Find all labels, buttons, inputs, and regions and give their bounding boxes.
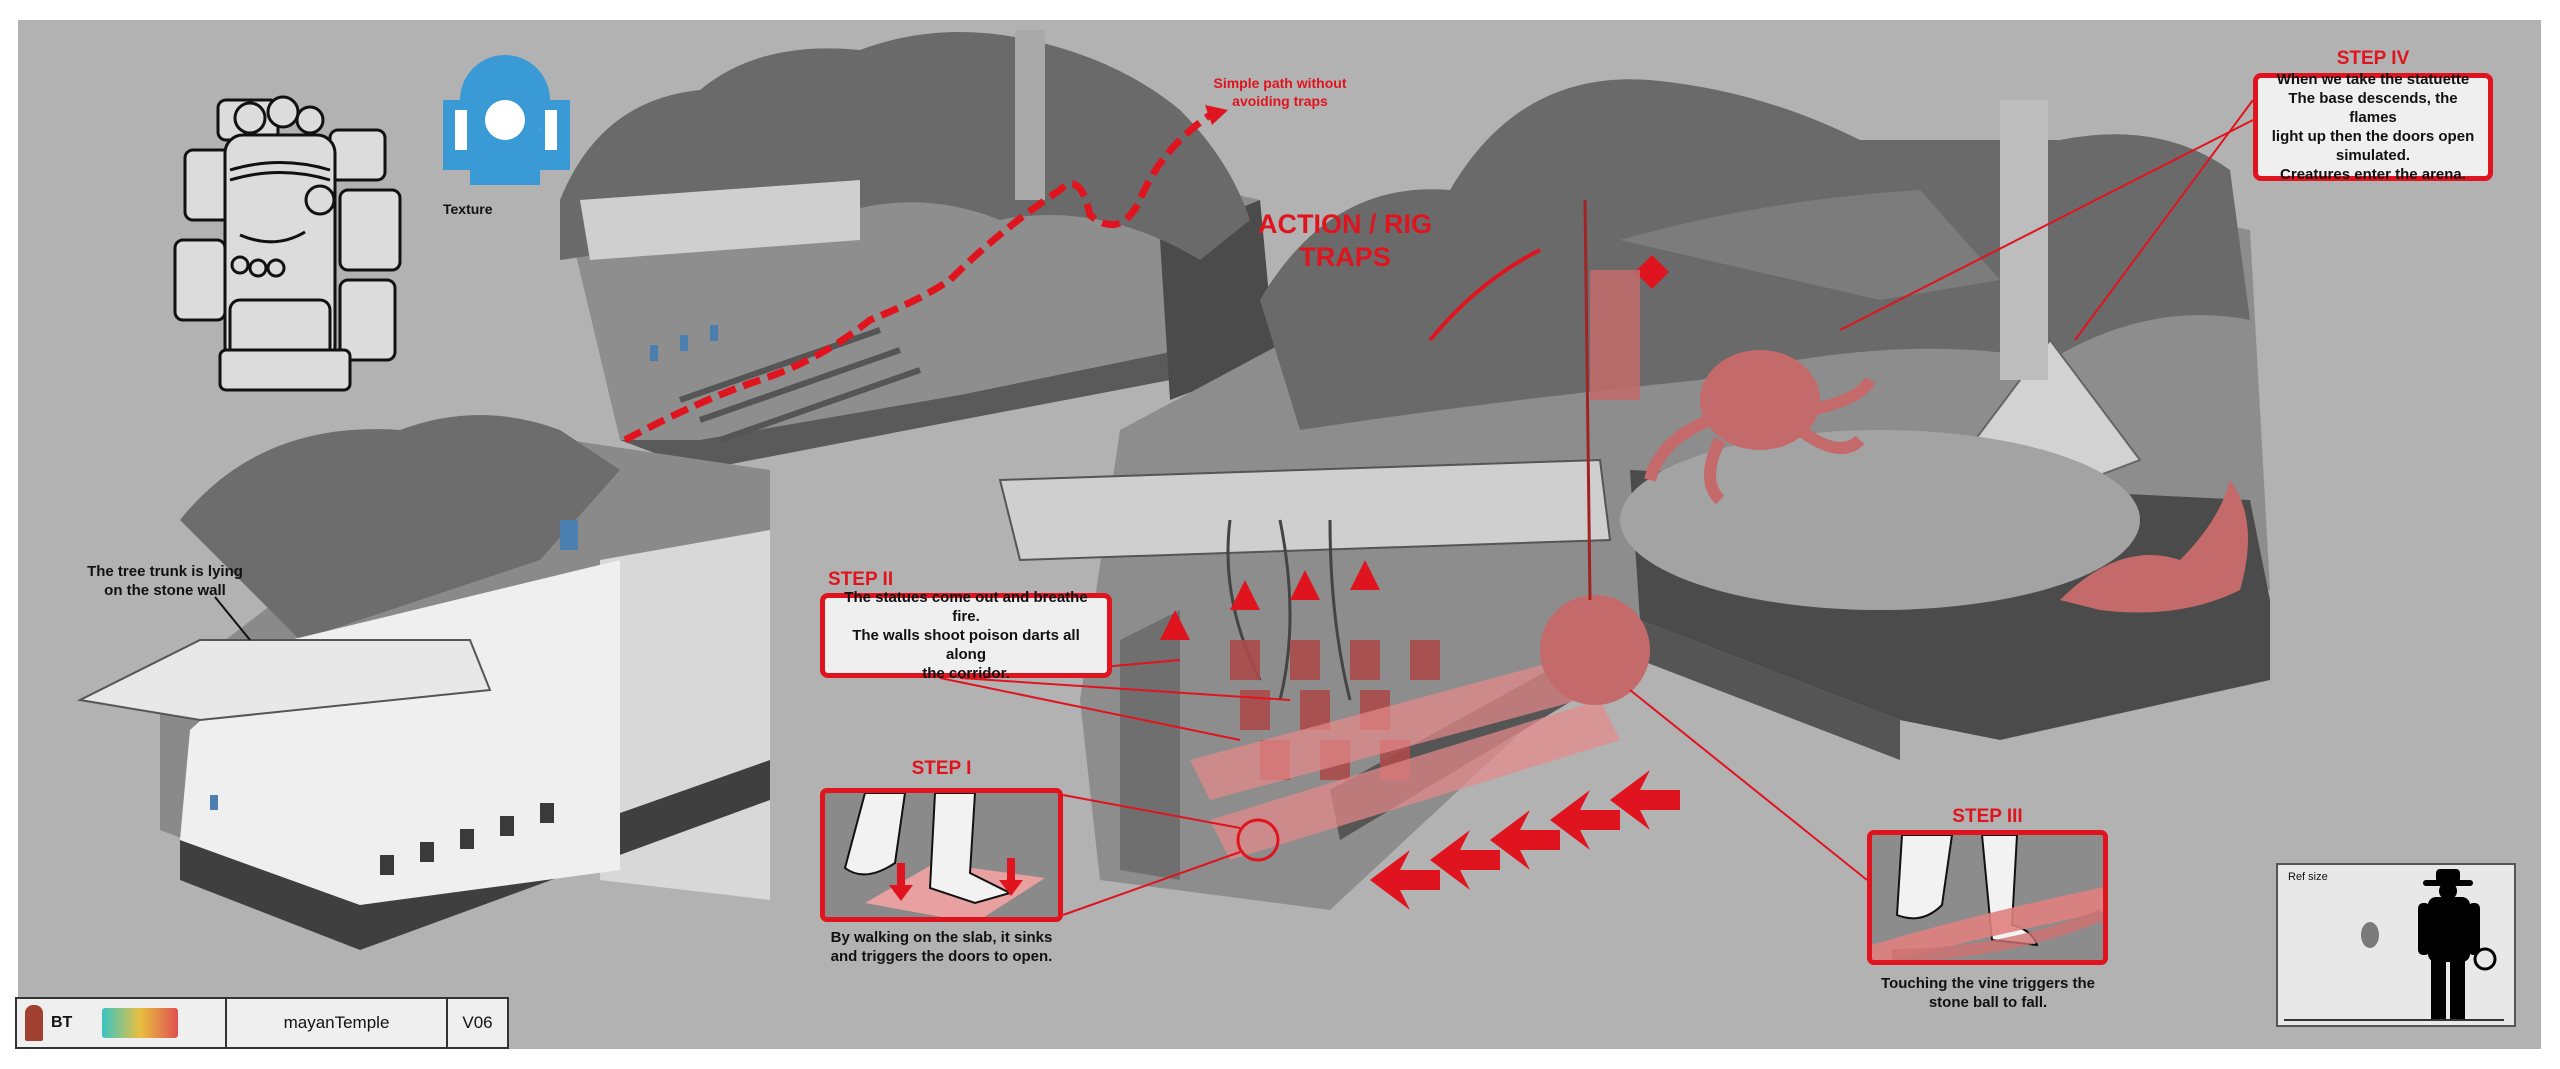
character-silhouette (2284, 869, 2504, 1021)
step-4-line: The base descends, the flames (2288, 90, 2458, 126)
studio-mascot-icon (25, 1005, 43, 1041)
tree-trunk-note-line: The tree trunk is lying (87, 563, 243, 580)
path-note: Simple path without avoiding traps (1210, 74, 1350, 110)
top-level-overview-illustration (560, 30, 1275, 470)
step-4-label: STEP IV (2336, 48, 2410, 69)
step-4-line: When we take the statuette (2276, 71, 2470, 88)
idol-statue-illustration (173, 95, 402, 392)
page-title-line: TRAPS (1299, 242, 1391, 272)
vine-trigger-illustration (1872, 835, 2103, 960)
title-block: BT mayanTemple V06 (15, 997, 509, 1049)
step-2-label: STEP II (828, 569, 894, 590)
step-1-caption: By walking on the slab, it sinks and tri… (800, 928, 1083, 966)
step-4-callout: When we take the statuette The base desc… (2253, 71, 2493, 183)
step-3-caption-line: stone ball to fall. (1928, 994, 2048, 1011)
step-2-line: The statues come out and breathe fire. (844, 589, 1088, 625)
pressure-plate-illustration (825, 793, 1058, 917)
texture-logo (443, 55, 570, 185)
stone-ball (1540, 199, 1650, 705)
step-2-line: The walls shoot poison darts all along (852, 627, 1080, 663)
step-1-label: STEP I (911, 758, 972, 779)
path-note-line: avoiding traps (1232, 93, 1328, 109)
step-2-callout: The statues come out and breathe fire. T… (820, 589, 1112, 682)
step-3-caption-line: Touching the vine triggers the (1881, 975, 2095, 992)
page-title: ACTION / RIG TRAPS (1240, 208, 1450, 274)
step-1-inset (820, 788, 1063, 922)
studio-label: BT (51, 1014, 73, 1031)
step-4-line: simulated. (2335, 147, 2411, 164)
left-blockout-illustration (76, 415, 770, 950)
step-1-caption-line: and triggers the doors to open. (830, 948, 1053, 965)
version-label: V06 (462, 1013, 493, 1032)
ref-size-label: Ref size (2288, 871, 2328, 883)
step-1-caption-line: By walking on the slab, it sinks (830, 929, 1053, 946)
octopus-creature (1644, 350, 1876, 505)
tree-trunk-note: The tree trunk is lying on the stone wal… (70, 562, 260, 600)
mayan-temple-logo (102, 1008, 179, 1038)
path-note-line: Simple path without (1213, 75, 1347, 91)
step-4-line: light up then the doors open (2271, 128, 2475, 145)
step-3-caption: Touching the vine triggers the stone bal… (1858, 974, 2118, 1012)
title-block-logos: BT (17, 999, 227, 1047)
step-3-label: STEP III (1952, 806, 2023, 827)
page-title-line: ACTION / RIG (1258, 209, 1432, 239)
ref-size-panel: Ref size (2276, 863, 2516, 1027)
main-trap-level-illustration (998, 79, 2270, 910)
step-3-inset (1867, 830, 2108, 965)
tree-trunk-note-line: on the stone wall (104, 582, 226, 599)
texture-label: Texture (443, 201, 493, 217)
level-name: mayanTemple (227, 999, 448, 1047)
step-4-line: Creatures enter the arena. (2280, 166, 2466, 183)
step-2-line: the corridor. (922, 665, 1010, 682)
